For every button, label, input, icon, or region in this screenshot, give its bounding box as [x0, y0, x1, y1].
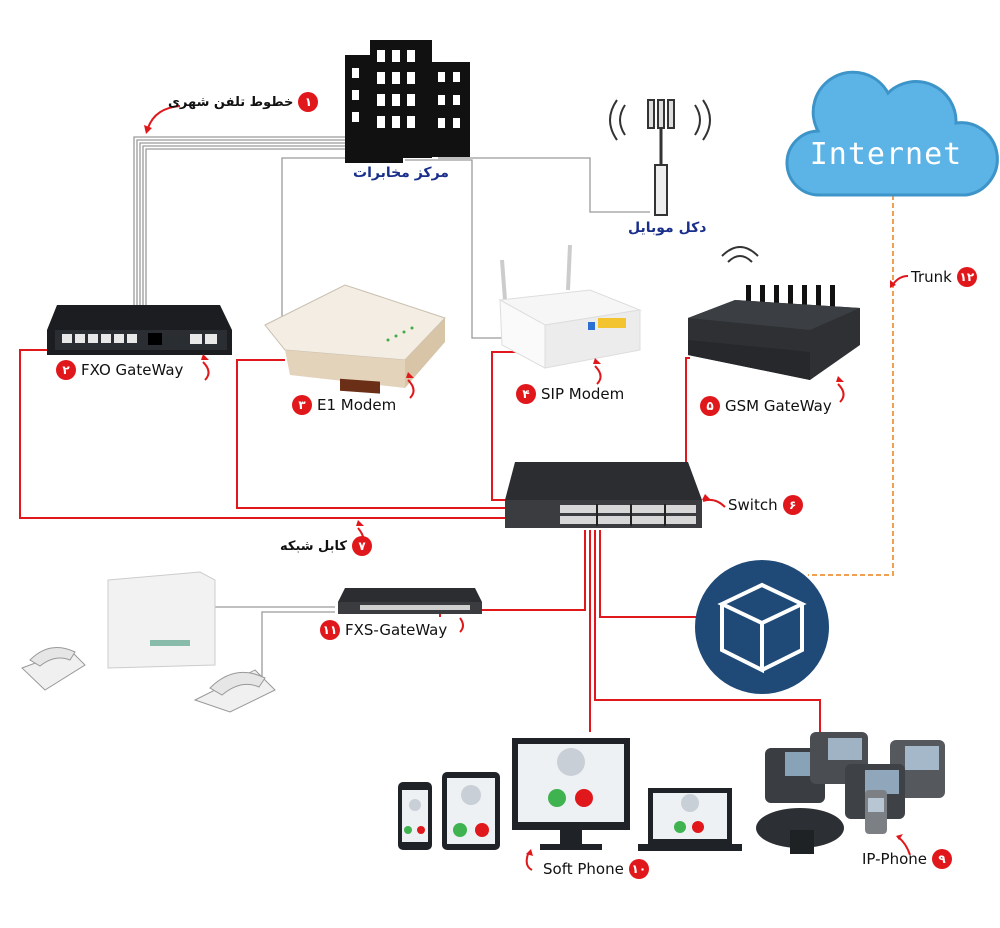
network-cable-label: ۷ کابل شبکه — [280, 536, 372, 556]
e1-modem-device — [264, 284, 446, 394]
soft-phone-text: Soft Phone — [543, 860, 624, 878]
trunk-label: ۱۲ Trunk — [911, 267, 977, 287]
mobile-tower-text: دکل موبایل — [628, 220, 707, 236]
e1-modem-badge: ۳ — [292, 395, 312, 415]
mobile-tower-icon — [609, 99, 711, 216]
arrow-heads — [144, 125, 903, 856]
gsm-gateway-text: GSM GateWay — [725, 397, 832, 415]
trunk-wire — [808, 195, 894, 576]
network-switch-device — [505, 462, 702, 528]
fxo-gateway-device — [47, 305, 232, 355]
sip-modem-device — [498, 244, 642, 369]
fxo-gateway-badge: ۲ — [56, 360, 76, 380]
server-cube-icon — [695, 560, 829, 694]
soft-phone-badge: ۱۰ — [628, 859, 649, 879]
network-cable-badge: ۷ — [352, 536, 372, 556]
switch-text: Switch — [728, 496, 778, 514]
e1-modem-text: E1 Modem — [317, 396, 397, 414]
city-lines-wires — [133, 136, 650, 339]
network-cable-text: کابل شبکه — [280, 538, 347, 554]
telecom-building-icon — [345, 40, 470, 163]
fxo-gateway-label: ۲ FXO GateWay — [56, 360, 183, 380]
sip-modem-text: SIP Modem — [541, 385, 625, 403]
fxs-gateway-text: FXS-GateWay — [345, 621, 448, 639]
fxs-gateway-badge: ۱۱ — [320, 620, 340, 640]
gsm-gateway-badge: ۵ — [700, 396, 720, 416]
ip-phone-badge: ۹ — [932, 849, 953, 869]
gsm-gateway-device — [688, 246, 860, 380]
internet-cloud-icon — [785, 70, 999, 197]
internet-label: Internet — [810, 137, 963, 172]
ip-phone-label: ۹ IP-Phone — [862, 849, 953, 869]
soft-phone-devices — [398, 738, 742, 851]
e1-modem-label: ۳ E1 Modem — [292, 395, 396, 415]
pabx-wires — [215, 606, 335, 690]
trunk-badge: ۱۲ — [956, 267, 977, 287]
pabx-device — [107, 571, 216, 669]
sip-modem-label: ۴ SIP Modem — [516, 384, 624, 404]
ip-phone-text: IP-Phone — [862, 850, 928, 868]
city-lines-text: خطوط تلفن شهری — [168, 94, 294, 110]
telecom-center-text: مرکز مخابرات — [353, 165, 449, 181]
switch-badge: ۶ — [782, 495, 803, 515]
ip-phone-devices — [756, 732, 945, 854]
analog-phone-left-icon — [21, 647, 86, 691]
fxs-gateway-label: ۱۱ FXS-GateWay — [320, 620, 447, 640]
gsm-gateway-label: ۵ GSM GateWay — [700, 396, 832, 416]
city-lines-badge: ۱ — [298, 92, 319, 112]
city-lines-label: ۱ خطوط تلفن شهری — [168, 92, 319, 112]
mobile-tower-label: دکل موبایل — [628, 220, 706, 236]
fxs-gateway-device — [338, 588, 482, 614]
fxo-gateway-text: FXO GateWay — [81, 361, 184, 379]
sip-modem-badge: ۴ — [516, 384, 536, 404]
telecom-center-label: مرکز مخابرات — [353, 165, 449, 181]
analog-phone-right-icon — [193, 669, 276, 713]
trunk-text: Trunk — [911, 268, 952, 286]
switch-label: ۶ Switch — [728, 495, 803, 515]
soft-phone-label: ۱۰ Soft Phone — [543, 859, 649, 879]
